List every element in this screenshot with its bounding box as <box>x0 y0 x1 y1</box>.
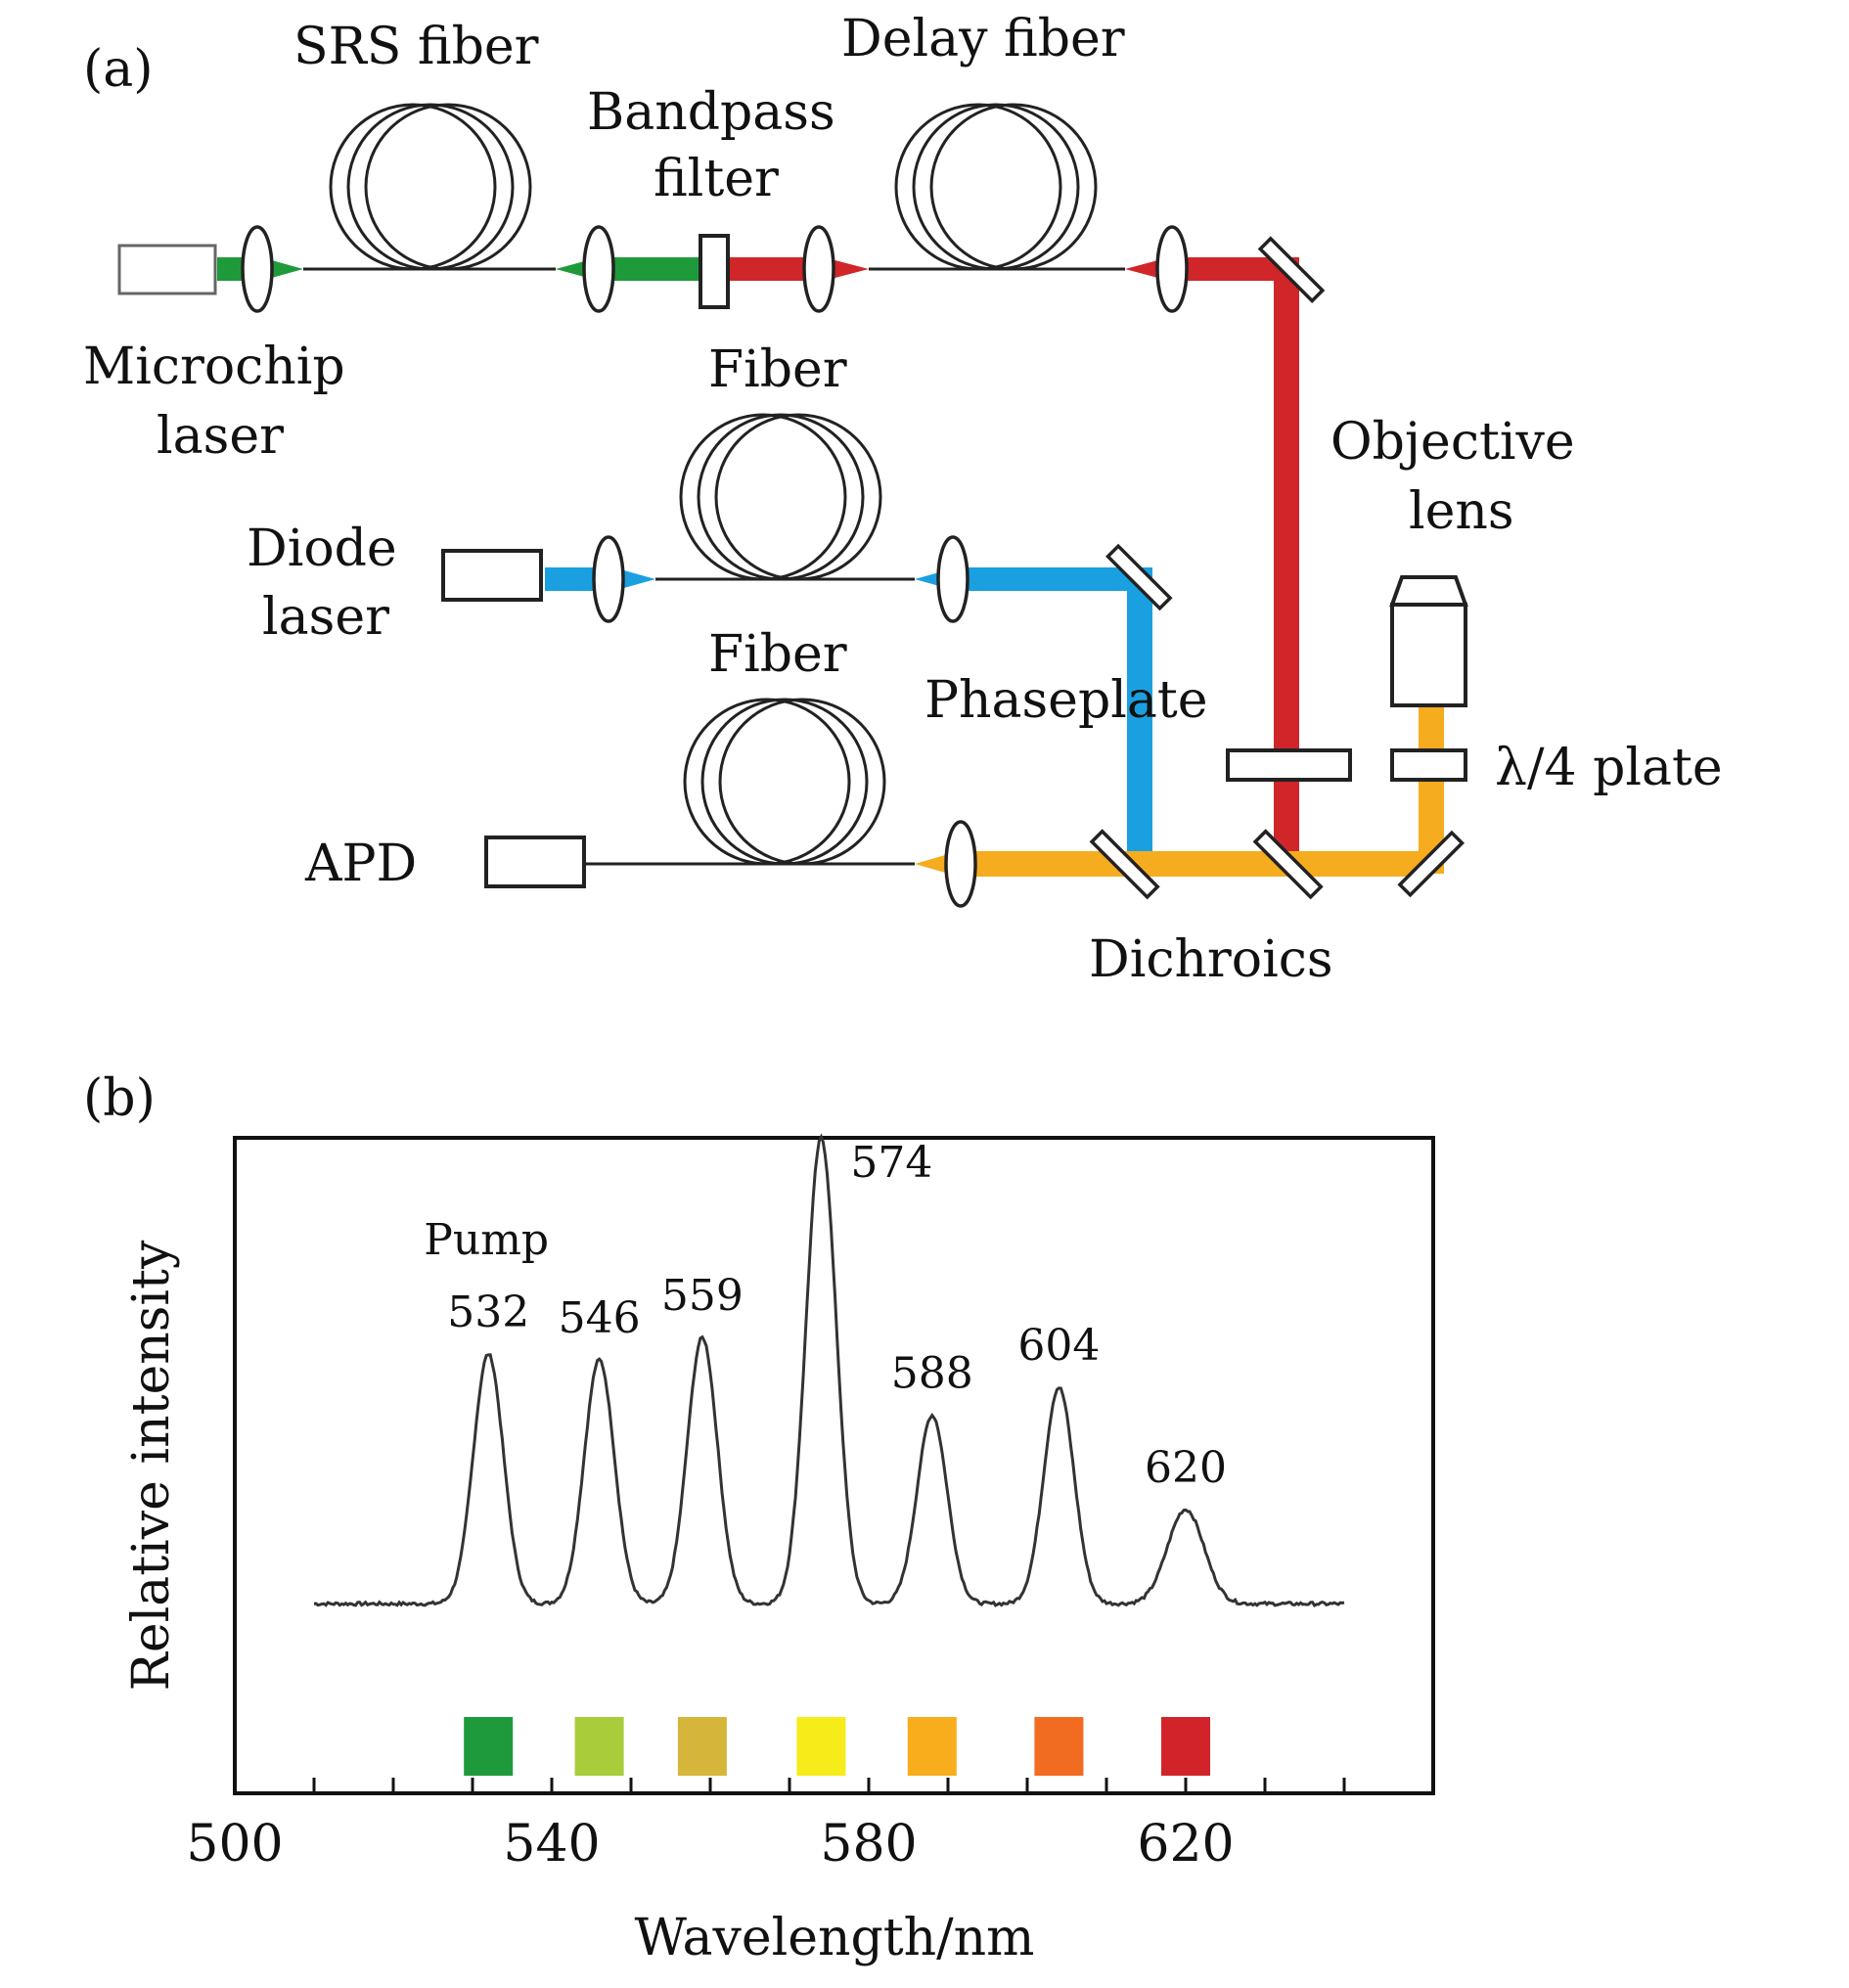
srs-fiber-coil <box>329 103 532 271</box>
quarter-wave-label: λ/4 plate <box>1495 739 1723 797</box>
objective-label-1: Objective <box>1330 413 1575 472</box>
color-swatch <box>574 1717 624 1776</box>
x-axis-ticks <box>312 1778 1346 1793</box>
spectrum-line <box>313 1133 1345 1608</box>
phaseplate <box>1226 748 1352 782</box>
lower-fiber-label: Fiber <box>708 625 847 684</box>
x-tick-label: 540 <box>503 1815 600 1874</box>
bandpass-filter <box>699 234 730 309</box>
x-axis-label: Wavelength/nm <box>635 1909 1035 1967</box>
diode-beam-2 <box>957 567 1143 591</box>
objective-lens <box>1389 575 1468 707</box>
lens-1 <box>241 225 274 313</box>
srs-fiber-label: SRS fiber <box>293 18 539 76</box>
peak-label: 620 <box>1145 1443 1227 1493</box>
peak-label: 532 <box>447 1288 529 1337</box>
apd-box <box>484 836 586 888</box>
lens-6 <box>936 535 970 623</box>
objective-label-2: lens <box>1409 482 1514 541</box>
peak-label: 546 <box>559 1293 641 1343</box>
mirror-blue-corner <box>1105 543 1173 611</box>
phaseplate-label: Phaseplate <box>924 671 1208 730</box>
chart-annotations: Pump <box>424 1215 549 1265</box>
y-axis-label: Relative intensity <box>122 1240 181 1691</box>
color-swatch <box>1034 1717 1084 1776</box>
setup-diagram: (a) Microchip lase <box>83 10 1723 989</box>
delay-fiber-label: Delay fiber <box>841 10 1125 68</box>
pump-beam-2 <box>599 257 706 281</box>
mirror-bottom-right <box>1397 830 1466 898</box>
peak-label: 604 <box>1017 1321 1100 1371</box>
bandpass-label-2: filter <box>654 150 779 208</box>
dichroics-label: Dichroics <box>1089 930 1333 989</box>
color-swatch <box>907 1717 957 1776</box>
peak-label: 559 <box>661 1271 744 1321</box>
lower-fiber-coil <box>683 698 886 866</box>
panel-b-label: (b) <box>83 1069 156 1128</box>
diode-label-2: laser <box>262 588 389 647</box>
lens-7 <box>944 820 977 908</box>
microchip-label-2: laser <box>157 407 284 466</box>
diode-label-1: Diode <box>247 520 397 578</box>
plot-frame <box>233 1136 1435 1795</box>
microchip-label-1: Microchip <box>83 338 345 396</box>
quarter-wave-plate <box>1390 748 1467 782</box>
dichroic-2 <box>1252 829 1324 900</box>
spectrum-chart: (b) 500 540 580 620 532 546 559 574 588 604 620 P… <box>83 1069 1435 1967</box>
lens-2 <box>582 225 615 313</box>
fluor-beam-horizontal <box>959 851 1423 877</box>
x-tick-label: 620 <box>1137 1815 1234 1874</box>
x-axis-tick-labels: 500 540 580 620 <box>186 1815 1234 1874</box>
pump-annotation: Pump <box>424 1215 549 1265</box>
diode-beam-vertical <box>1127 567 1152 861</box>
lens-4 <box>1155 225 1189 313</box>
upper-fiber-label: Fiber <box>708 340 847 399</box>
peak-label: 588 <box>891 1349 973 1399</box>
delay-fiber-coil <box>894 103 1098 271</box>
x-tick-label: 500 <box>186 1815 283 1874</box>
upper-fiber-coil <box>679 413 882 581</box>
color-swatch <box>1161 1717 1210 1776</box>
peak-label: 574 <box>850 1138 932 1188</box>
bandpass-label-1: Bandpass <box>587 83 835 142</box>
color-swatch <box>796 1717 846 1776</box>
apd-label: APD <box>304 835 417 893</box>
panel-a-label: (a) <box>83 40 154 99</box>
x-tick-label: 580 <box>820 1815 917 1874</box>
color-swatch <box>677 1717 727 1776</box>
dichroic-1 <box>1089 829 1160 900</box>
lens-5 <box>592 535 625 623</box>
lens-3 <box>802 225 835 313</box>
color-swatch <box>464 1717 514 1776</box>
color-swatches <box>464 1717 1210 1776</box>
microchip-laser-box <box>117 244 217 295</box>
diode-laser-box <box>441 549 543 602</box>
peak-labels: 532 546 559 574 588 604 620 <box>447 1138 1227 1493</box>
mirror-top-right <box>1257 236 1326 304</box>
